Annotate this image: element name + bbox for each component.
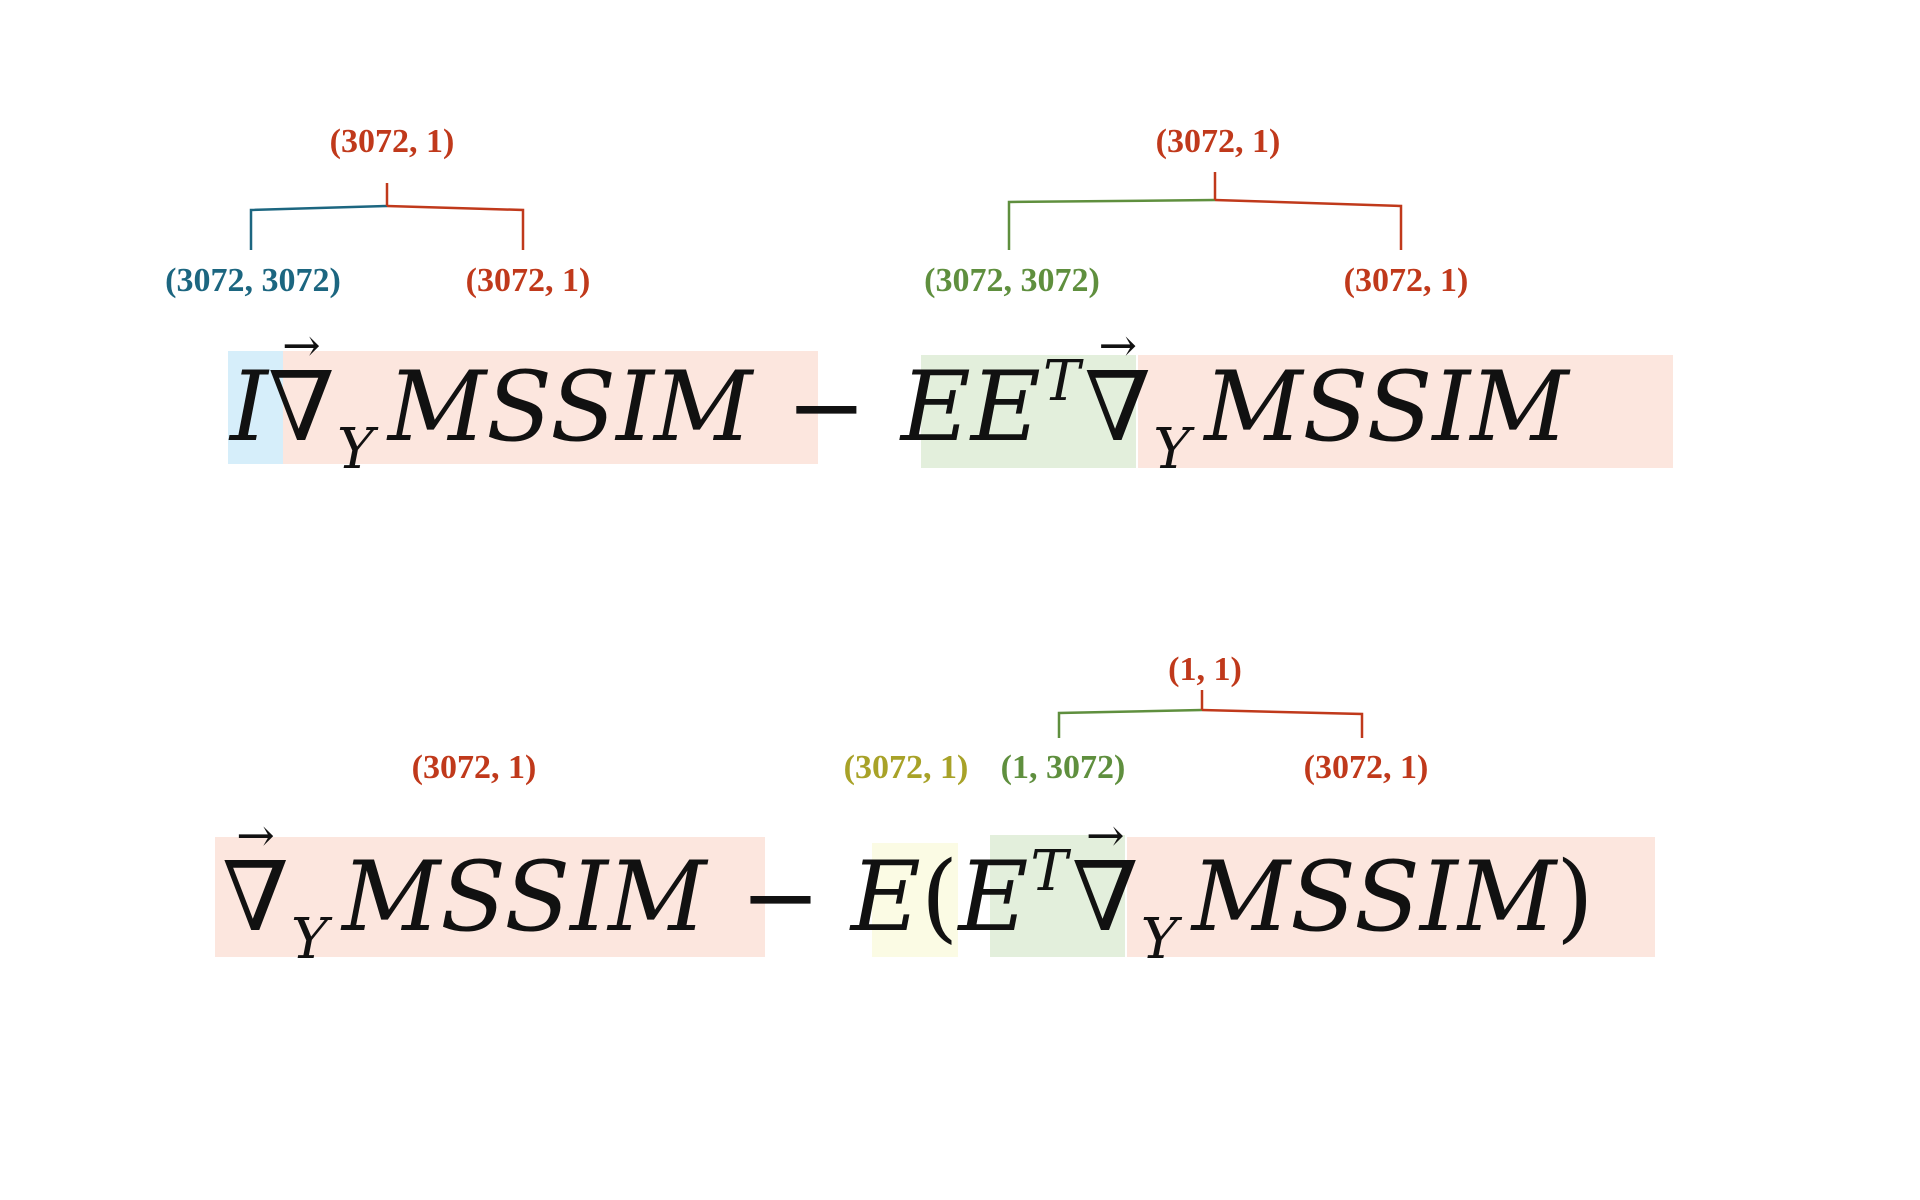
eq1-group1-result-label: (3072, 1) [329, 123, 455, 160]
eq1-group2-right-label: (3072, 1) [1343, 262, 1469, 299]
minus-sign: − [740, 841, 821, 953]
vector-arrow: → [282, 318, 321, 372]
eq1-group2-result-label: (3072, 1) [1155, 123, 1281, 160]
eq1-group1-right-label: (3072, 1) [465, 262, 591, 299]
highlight-et [990, 835, 1125, 957]
close-paren: ) [1556, 841, 1594, 953]
mssim-term: MSSIM [342, 841, 707, 953]
eq1-group1-left-label: (3072, 3072) [165, 262, 341, 299]
transpose-superscript: T [1030, 839, 1068, 904]
highlight-gradient-2 [1138, 355, 1673, 468]
subscript-y: Y [336, 417, 374, 482]
highlight-e [872, 843, 958, 957]
subscript-y: Y [1140, 907, 1178, 972]
e-term: E [850, 841, 921, 953]
nabla-symbol: →∇ [1071, 808, 1139, 953]
identity-matrix: I [230, 351, 268, 463]
vector-arrow: → [236, 808, 275, 862]
vector-arrow: → [1086, 808, 1125, 862]
mssim-term: MSSIM [1204, 351, 1569, 463]
bracket-eq2-left [1057, 708, 1203, 738]
eq2-gradient-label: (3072, 1) [411, 749, 537, 786]
eq2-inner-left-label: (1, 3072) [1000, 749, 1126, 786]
vector-arrow: → [1098, 318, 1138, 372]
eq2-e-label: (3072, 1) [843, 749, 969, 786]
mssim-term: MSSIM [1191, 841, 1557, 953]
mssim-term: MSSIM [387, 351, 753, 463]
highlight-eet [921, 355, 1136, 468]
highlight-identity [228, 351, 283, 464]
nabla-symbol: →∇ [267, 318, 335, 463]
ee-term: EE [900, 351, 1041, 463]
bracket-eq2-right [1201, 708, 1364, 738]
nabla-symbol: →∇ [222, 808, 290, 953]
bracket-eq1-g2-left [1007, 198, 1216, 250]
transpose-superscript: T [1042, 349, 1081, 414]
eq1-group2-left-label: (3072, 3072) [924, 262, 1100, 299]
nabla-symbol: →∇ [1084, 318, 1152, 463]
eq2-inner-right-label: (3072, 1) [1303, 749, 1429, 786]
subscript-y: Y [291, 907, 328, 972]
highlight-gradient-3 [215, 837, 765, 957]
highlight-gradient-4 [1127, 837, 1655, 957]
bracket-eq1-g1-right [386, 204, 525, 250]
highlight-gradient-1 [283, 351, 818, 464]
subscript-y: Y [1153, 417, 1191, 482]
bracket-eq1-g2-right [1214, 198, 1403, 250]
open-paren: ( [920, 841, 959, 953]
bracket-eq1-g1-left [249, 204, 388, 250]
et-term: E [958, 841, 1029, 953]
eq2-inner-result-label: (1, 1) [1168, 651, 1242, 688]
minus-sign: − [786, 351, 867, 463]
